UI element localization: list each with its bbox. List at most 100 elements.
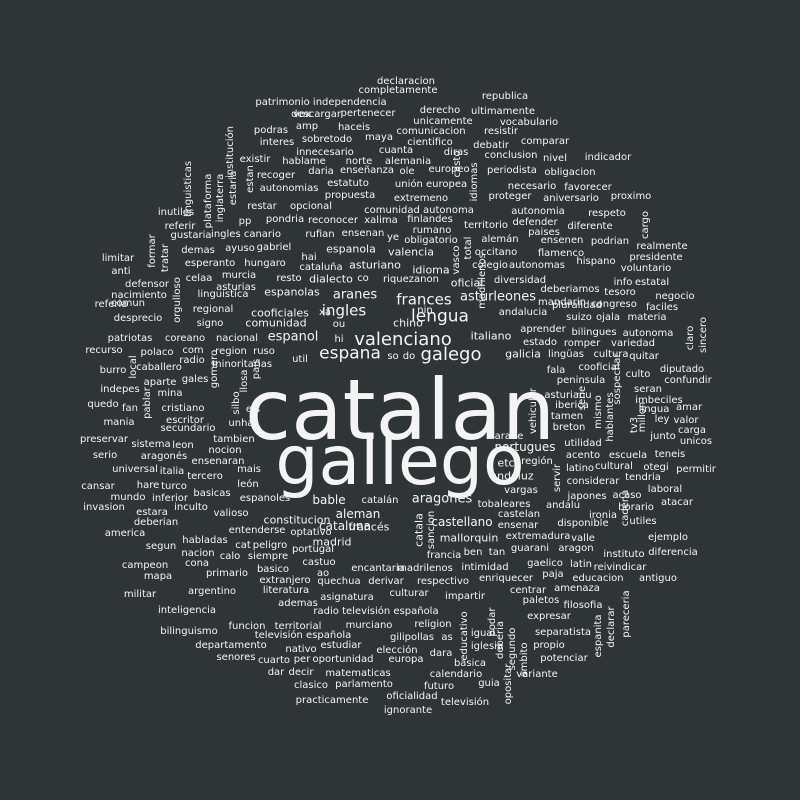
cloud-word: culturar [389,588,429,599]
cloud-word: util [292,354,308,365]
cloud-word: basica [453,658,487,669]
cloud-word: ensenar [497,520,539,531]
cloud-word: enriquecer [479,573,533,584]
cloud-word: obligacion [544,167,596,178]
cloud-word: ironia [588,510,618,521]
cloud-word: habladas [182,535,228,546]
cloud-word: descargar [291,109,341,120]
cloud-word: región [521,456,553,467]
cloud-word: castelan [497,509,541,520]
cloud-word: hare [136,480,160,491]
cloud-word: vargas [504,485,538,496]
cloud-word: tercero [187,471,223,482]
cloud-word: galego [420,344,482,365]
cloud-word: televisión [440,697,490,708]
cloud-word: serio [92,450,118,461]
cloud-word: hablame [282,156,326,167]
cloud-word: burro [99,365,127,376]
cloud-word: iberica [555,400,589,411]
cloud-word: ou [332,319,346,330]
cloud-word: otegi [643,462,669,473]
cloud-word: lingüas [548,349,584,360]
cloud-word: mundo [110,492,146,503]
cloud-word: presidente [629,252,683,263]
cloud-word: mismo [593,395,604,429]
cloud-word: decir [288,667,314,678]
cloud-word: ingles canario [211,229,281,240]
cloud-word: practicamente [295,695,369,706]
cloud-word: podras [253,125,289,136]
cloud-word: aranes [332,287,378,303]
cloud-word: polaco [140,347,174,358]
cloud-word: educativo [459,611,470,661]
cloud-word: limitar [101,253,135,264]
cloud-word: murciano [345,620,393,631]
cloud-word: calendario [429,669,483,680]
cloud-word: seran [634,384,662,395]
cloud-word: asturleones [460,289,536,305]
cloud-word: hi [334,334,344,345]
cloud-word: variante [516,669,558,680]
cloud-word: estara [136,507,168,518]
cloud-word: ben [463,547,483,558]
cloud-word: resto [276,273,302,284]
cloud-word: castuo [302,557,336,568]
cloud-word: ejemplo [647,532,689,543]
cloud-word: inutiles [157,207,195,218]
cloud-word: secundario [160,423,216,434]
cloud-word: instituto [603,549,645,560]
cloud-word: segun [145,541,177,552]
cloud-word: sobretodo [301,134,353,145]
cloud-word: etc [497,456,515,470]
cloud-word: recurso [85,345,123,356]
cloud-word: demas [181,245,215,256]
cloud-word: educacion [572,573,624,584]
cloud-word: cona [184,558,210,569]
cloud-word: amp [295,121,319,132]
cloud-word: dialecto [309,272,353,286]
cloud-word: tobaleares [477,499,531,510]
cloud-word: debatir [473,140,509,151]
cloud-word: reconocer [308,215,358,226]
cloud-word: calo [219,551,241,562]
cloud-word: frances [396,290,452,309]
cloud-word: oficialidad [386,691,438,702]
cloud-word: signo [196,318,224,329]
cloud-word: ye [386,232,400,243]
cloud-word: cultural [595,461,633,472]
cloud-word: carga [677,425,707,436]
cloud-word: orgulloso [172,277,183,323]
cloud-word: mina [157,388,183,399]
cloud-word: funcion [228,621,266,632]
cloud-word: permitir [676,464,716,475]
cloud-word: local [128,355,139,379]
cloud-word: campeon [121,560,169,571]
cloud-word: valor [673,415,699,426]
cloud-word: referia [94,299,128,310]
cloud-word: aragon [558,543,594,554]
cloud-word: lengua [411,306,469,327]
cloud-word: silbo [231,391,242,415]
cloud-word: ultimamente [471,106,535,117]
cloud-word: idioma [412,263,450,277]
cloud-word: paises [528,227,560,238]
cloud-word: acaso [612,490,642,501]
cloud-word: deberiamos [540,284,600,295]
cloud-word: els [245,404,261,415]
cloud-word: finlandes [407,214,453,225]
cloud-word: reivindicar [593,562,647,573]
cloud-word: unicamente [413,116,473,127]
cloud-word: cuanta [378,145,414,156]
cloud-word: expresar [527,611,571,622]
cloud-word: negocio [655,291,695,302]
cloud-word: pais [251,358,262,380]
cloud-word: quechua [317,576,361,587]
cloud-word: acento [565,450,601,461]
cloud-word: recoger [256,170,296,181]
cloud-word: junto [650,431,676,442]
cloud-word: militar [123,589,157,600]
cloud-word: invasion [83,502,125,513]
cloud-word: quitar [629,351,659,362]
cloud-word: diferente [567,221,613,232]
cloud-word: extremadura [505,531,571,542]
